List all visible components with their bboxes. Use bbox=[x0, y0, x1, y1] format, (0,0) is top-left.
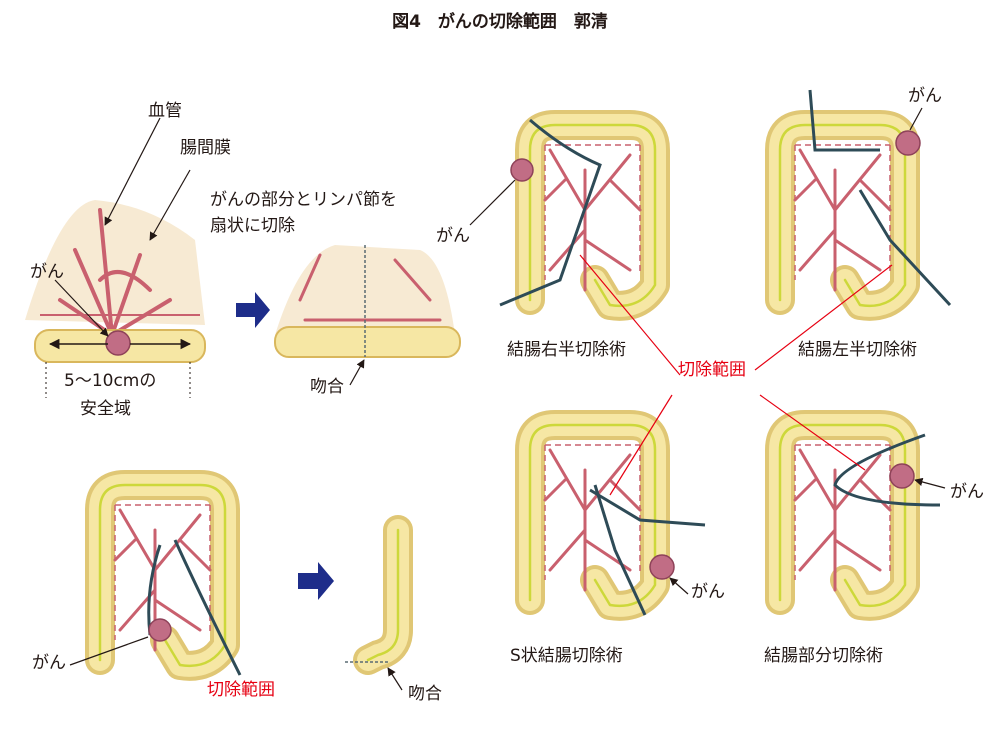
label-description-line1: がんの部分とリンパ節を bbox=[210, 190, 397, 210]
resection-range-leaders bbox=[579, 254, 893, 496]
colon-resection-bottom-left bbox=[100, 485, 242, 675]
label-right-hemicolectomy: 結腸右半切除術 bbox=[507, 340, 626, 360]
leader-cancer-partial bbox=[914, 477, 946, 489]
result-arrow-bottom bbox=[298, 562, 334, 600]
cut-line bbox=[833, 433, 941, 507]
cut-line bbox=[808, 89, 952, 307]
mesentery-resection-diagram bbox=[25, 117, 206, 398]
leader-mesentery bbox=[149, 169, 191, 241]
margin-guides bbox=[45, 362, 191, 398]
cut-line bbox=[499, 118, 602, 307]
label-description-line2: 扇状に切除 bbox=[210, 216, 295, 236]
label-anastomosis-top: 吻合 bbox=[310, 377, 344, 397]
right-hemicolectomy-diagram bbox=[499, 118, 655, 307]
tumor bbox=[895, 130, 921, 156]
tumor bbox=[649, 554, 675, 580]
vessels-remaining bbox=[298, 253, 442, 322]
label-resection-range-center: 切除範囲 bbox=[678, 360, 746, 380]
leader-blood-vessel bbox=[104, 117, 161, 226]
label-anastomosis-bottom: 吻合 bbox=[408, 684, 442, 704]
tumor bbox=[148, 618, 172, 642]
label-sigmoidectomy: S状結腸切除術 bbox=[510, 646, 623, 666]
tumor bbox=[105, 330, 131, 356]
label-cancer-sigmoid: がん bbox=[691, 582, 725, 602]
anastomosis-result-diagram bbox=[274, 245, 461, 386]
leader-anastomosis bbox=[349, 359, 365, 386]
tumor bbox=[510, 158, 534, 182]
label-margin-line2: 安全域 bbox=[80, 399, 131, 419]
label-cancer-top-left: がん bbox=[30, 262, 64, 282]
leader-cancer-right-hemi bbox=[469, 179, 516, 226]
blood-vessel-branches bbox=[58, 208, 172, 337]
label-margin-line1: 5～10cmの bbox=[64, 371, 157, 391]
label-cancer-bottom-left: がん bbox=[32, 653, 66, 673]
label-left-hemicolectomy: 結腸左半切除術 bbox=[798, 340, 917, 360]
leader-cancer-left-hemi bbox=[909, 107, 923, 131]
label-resection-range-bottom: 切除範囲 bbox=[207, 680, 275, 700]
label-partial-colectomy: 結腸部分切除術 bbox=[764, 646, 883, 666]
leader-cancer-bottom-left bbox=[69, 636, 149, 666]
mesentery-sheet bbox=[25, 200, 205, 325]
joined-intestine bbox=[274, 326, 461, 358]
left-hemicolectomy-diagram bbox=[780, 89, 952, 307]
tumor bbox=[889, 463, 915, 489]
leader-cancer-sigmoid bbox=[669, 577, 689, 595]
label-cancer-right-hemi: がん bbox=[436, 226, 470, 246]
partial-colectomy-diagram bbox=[780, 425, 941, 606]
figure-title: 図4 がんの切除範囲 郭清 bbox=[392, 12, 608, 32]
cut-line bbox=[589, 484, 706, 616]
leader-anastomosis-bottom bbox=[387, 667, 403, 691]
label-cancer-partial: がん bbox=[950, 482, 984, 502]
sigmoidectomy-diagram bbox=[530, 425, 706, 616]
result-arrow-top bbox=[236, 292, 270, 328]
leader-cancer bbox=[54, 279, 109, 337]
label-cancer-left-hemi: がん bbox=[908, 86, 942, 106]
label-blood-vessel: 血管 bbox=[148, 101, 182, 121]
label-mesentery: 腸間膜 bbox=[180, 138, 231, 158]
rejoined-colon bbox=[345, 515, 413, 691]
